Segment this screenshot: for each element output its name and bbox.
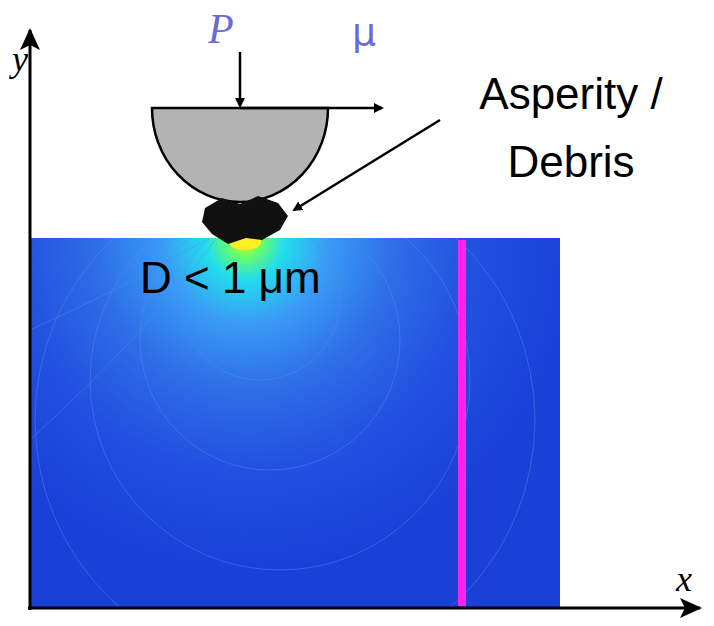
axis-label: y — [12, 40, 28, 80]
indenter — [152, 108, 328, 202]
asperity — [202, 196, 288, 244]
stress-field — [30, 238, 560, 608]
x-axis — [28, 607, 700, 610]
callout-label: Asperity / Debris — [440, 60, 702, 196]
friction-arrow — [240, 107, 382, 110]
friction-label: μ — [352, 12, 376, 54]
leader-line — [294, 120, 440, 210]
load-label: P — [208, 6, 234, 52]
axis-label: x — [676, 560, 692, 600]
y-axis — [29, 30, 32, 610]
dimension-label: D < 1 μm — [140, 254, 321, 302]
load-arrow — [239, 52, 242, 106]
marker-line — [458, 240, 466, 606]
